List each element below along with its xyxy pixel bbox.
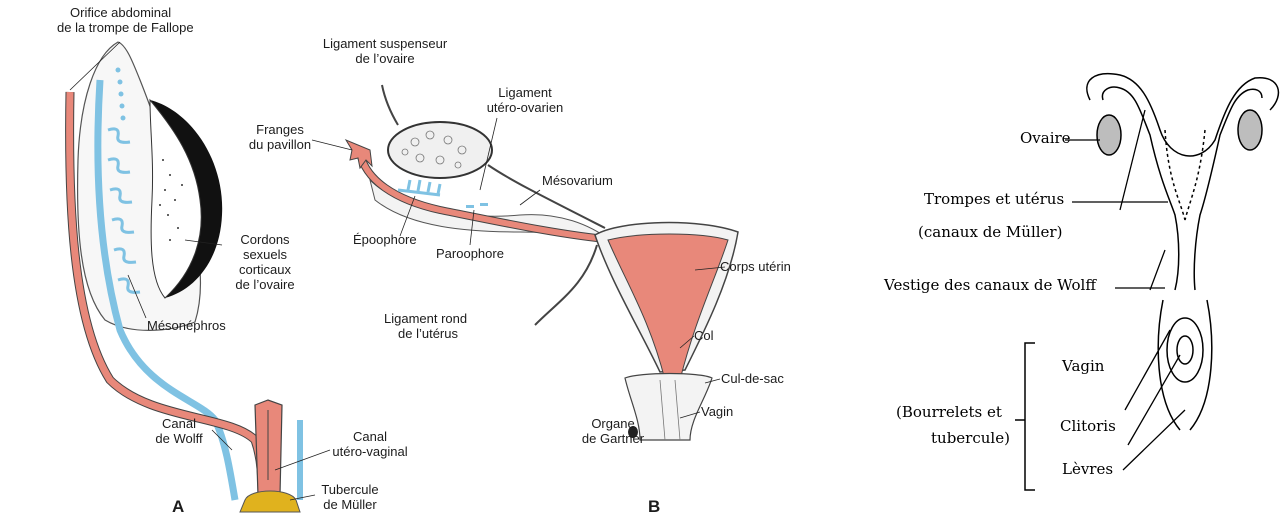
- epoophore-drawing: [398, 180, 440, 195]
- label-tubercule-2: de Müller: [310, 498, 390, 512]
- right-ovary-c: [1238, 110, 1262, 150]
- bracket-c: [1015, 343, 1035, 490]
- label-tubercule-1: Tubercule: [310, 483, 390, 497]
- wolff-vestige: [1165, 130, 1205, 220]
- panel-a-letter: A: [172, 500, 184, 514]
- label-vestige: Vestige des canaux de Wolff: [884, 276, 1096, 294]
- label-lig-rond-1: Ligament rond: [384, 312, 467, 326]
- label-vagin-b: Vagin: [701, 405, 733, 419]
- suspensory-ligament: [382, 85, 398, 125]
- label-mesonephros: Mésonéphros: [147, 319, 226, 333]
- label-lig-uo-1: Ligament: [470, 86, 580, 100]
- round-ligament: [535, 245, 597, 325]
- label-lig-susp-2: de l’ovaire: [310, 52, 460, 66]
- label-levres: Lèvres: [1062, 460, 1113, 478]
- label-cordons-1: Cordons: [225, 233, 305, 247]
- muller-tubercle: [240, 491, 300, 512]
- label-lig-susp-1: Ligament suspenseur: [310, 37, 460, 51]
- label-canal-uv-2: utéro-vaginal: [320, 445, 420, 459]
- label-col: Col: [694, 329, 714, 343]
- label-franges-2: du pavillon: [240, 138, 320, 152]
- label-canal-wolff-1: Canal: [148, 417, 210, 431]
- label-organe-2: de Gartner: [578, 432, 648, 446]
- label-lig-uo-2: utéro-ovarien: [470, 101, 580, 115]
- label-organe-1: Organe: [578, 417, 648, 431]
- label-bourrelets-1: (Bourrelets et: [896, 403, 1002, 421]
- left-ovary-c: [1097, 115, 1121, 155]
- label-cordons-3: corticaux: [225, 263, 305, 277]
- label-clitoris: Clitoris: [1060, 417, 1116, 435]
- clitoris-c: [1177, 336, 1193, 364]
- label-cordons-4: de l’ovaire: [225, 278, 305, 292]
- label-trompes-1: Trompes et utérus: [924, 190, 1064, 208]
- panel-b-letter: B: [648, 500, 660, 514]
- label-canal-uv-1: Canal: [320, 430, 420, 444]
- panel-b-drawing: [312, 85, 738, 440]
- label-cul-de-sac: Cul-de-sac: [721, 372, 784, 386]
- label-canal-wolff-2: de Wolff: [148, 432, 210, 446]
- label-orifice: Orifice abdominal: [70, 6, 171, 20]
- ovary-b: [388, 122, 492, 178]
- label-ovaire: Ovaire: [1020, 129, 1071, 147]
- genital-tubercle-c: [1167, 318, 1203, 382]
- label-paroophore: Paroophore: [436, 247, 504, 261]
- label-franges-1: Franges: [240, 123, 320, 137]
- label-mesovarium: Mésovarium: [542, 174, 613, 188]
- label-orifice-2: de la trompe de Fallope: [57, 21, 194, 35]
- label-lig-rond-2: de l’utérus: [398, 327, 458, 341]
- label-bourrelets-2: tubercule): [931, 429, 1010, 447]
- label-cordons-2: sexuels: [225, 248, 305, 262]
- label-vagin-c: Vagin: [1062, 357, 1104, 375]
- label-epoophore: Époophore: [353, 233, 417, 247]
- label-trompes-2: (canaux de Müller): [918, 223, 1062, 241]
- label-corps-uterin: Corps utérin: [720, 260, 791, 274]
- paroophore-drawing: [466, 203, 488, 208]
